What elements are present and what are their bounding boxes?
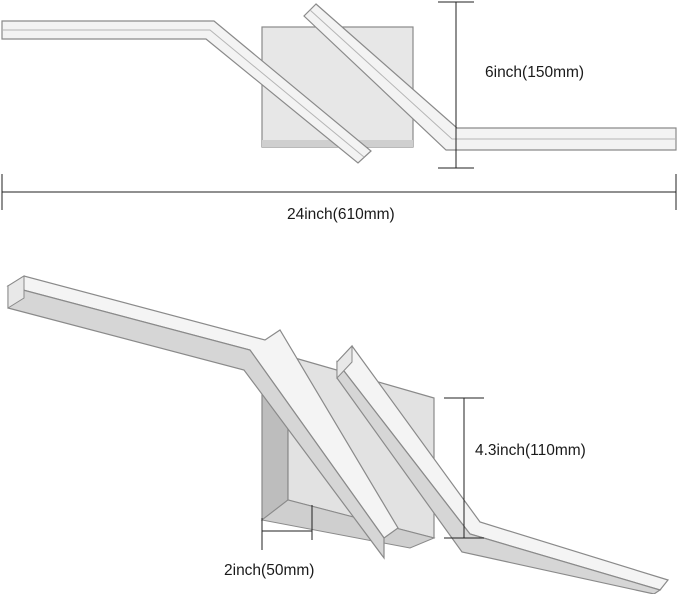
front-right-light-bar: [303, 3, 677, 151]
front-right-bar-edge: [309, 9, 676, 140]
height-dimension: [438, 1, 474, 169]
depth-dimension: [261, 505, 313, 550]
width-dimension-label: 24inch(610mm): [287, 206, 395, 223]
depth-dimension-label: 2inch(50mm): [224, 562, 315, 579]
perspective-view: [6, 275, 670, 594]
front-view: [1, 1, 677, 210]
perspective-right-bar-endcap: [336, 344, 353, 380]
front-left-light-bar: [1, 20, 372, 164]
plate-height-dimension: [444, 397, 484, 539]
perspective-left-bar-endcap: [7, 275, 25, 309]
height-dimension-label: 6inch(150mm): [485, 64, 585, 81]
front-left-bar-edge: [2, 29, 365, 158]
perspective-plate-bottom: [260, 499, 436, 549]
plate-height-dimension-label: 4.3inch(110mm): [475, 442, 586, 459]
width-dimension: [1, 174, 677, 210]
